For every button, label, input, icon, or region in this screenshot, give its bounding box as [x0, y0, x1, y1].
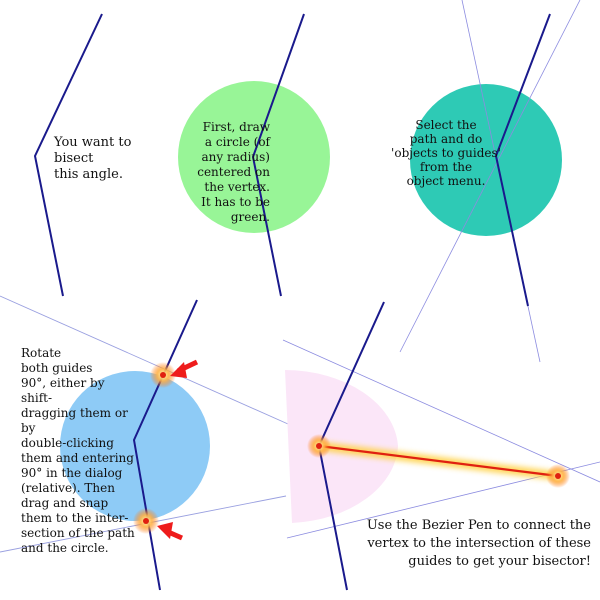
- panel-2-caption: First, draw a circle (of any radius) cen…: [197, 120, 270, 224]
- panel-3-caption: Select the path and do 'objects to guide…: [391, 118, 501, 188]
- panel-1-angle: [33, 13, 103, 297]
- intersection-dot: [160, 372, 166, 378]
- panel-4-rotated-guides: [0, 295, 289, 591]
- angle-path: [251, 13, 305, 297]
- intersection-dot: [143, 518, 149, 524]
- panel-4-caption: Rotate both guides 90°, either by shift-…: [21, 346, 135, 555]
- panel-5-bisector: [282, 301, 600, 591]
- vertex-dot: [316, 443, 322, 449]
- panel-1-caption: You want to bisect this angle.: [54, 135, 132, 182]
- teal-circle: [410, 84, 562, 236]
- arrow-icon: [170, 359, 199, 378]
- angle-path: [132, 299, 198, 591]
- angle-path: [33, 13, 103, 297]
- guide-line: [399, 0, 581, 353]
- panel-3-guides: [399, 0, 581, 363]
- bisector-line: [318, 444, 559, 478]
- intersection-dot: [555, 473, 561, 479]
- arrow-icon: [157, 522, 184, 541]
- guide-line: [282, 339, 600, 483]
- panel-divider-guide: [0, 295, 289, 425]
- angle-path: [494, 13, 551, 307]
- panel-2-circle: [178, 13, 330, 297]
- panel-5-caption: Use the Bezier Pen to connect the vertex…: [366, 518, 591, 569]
